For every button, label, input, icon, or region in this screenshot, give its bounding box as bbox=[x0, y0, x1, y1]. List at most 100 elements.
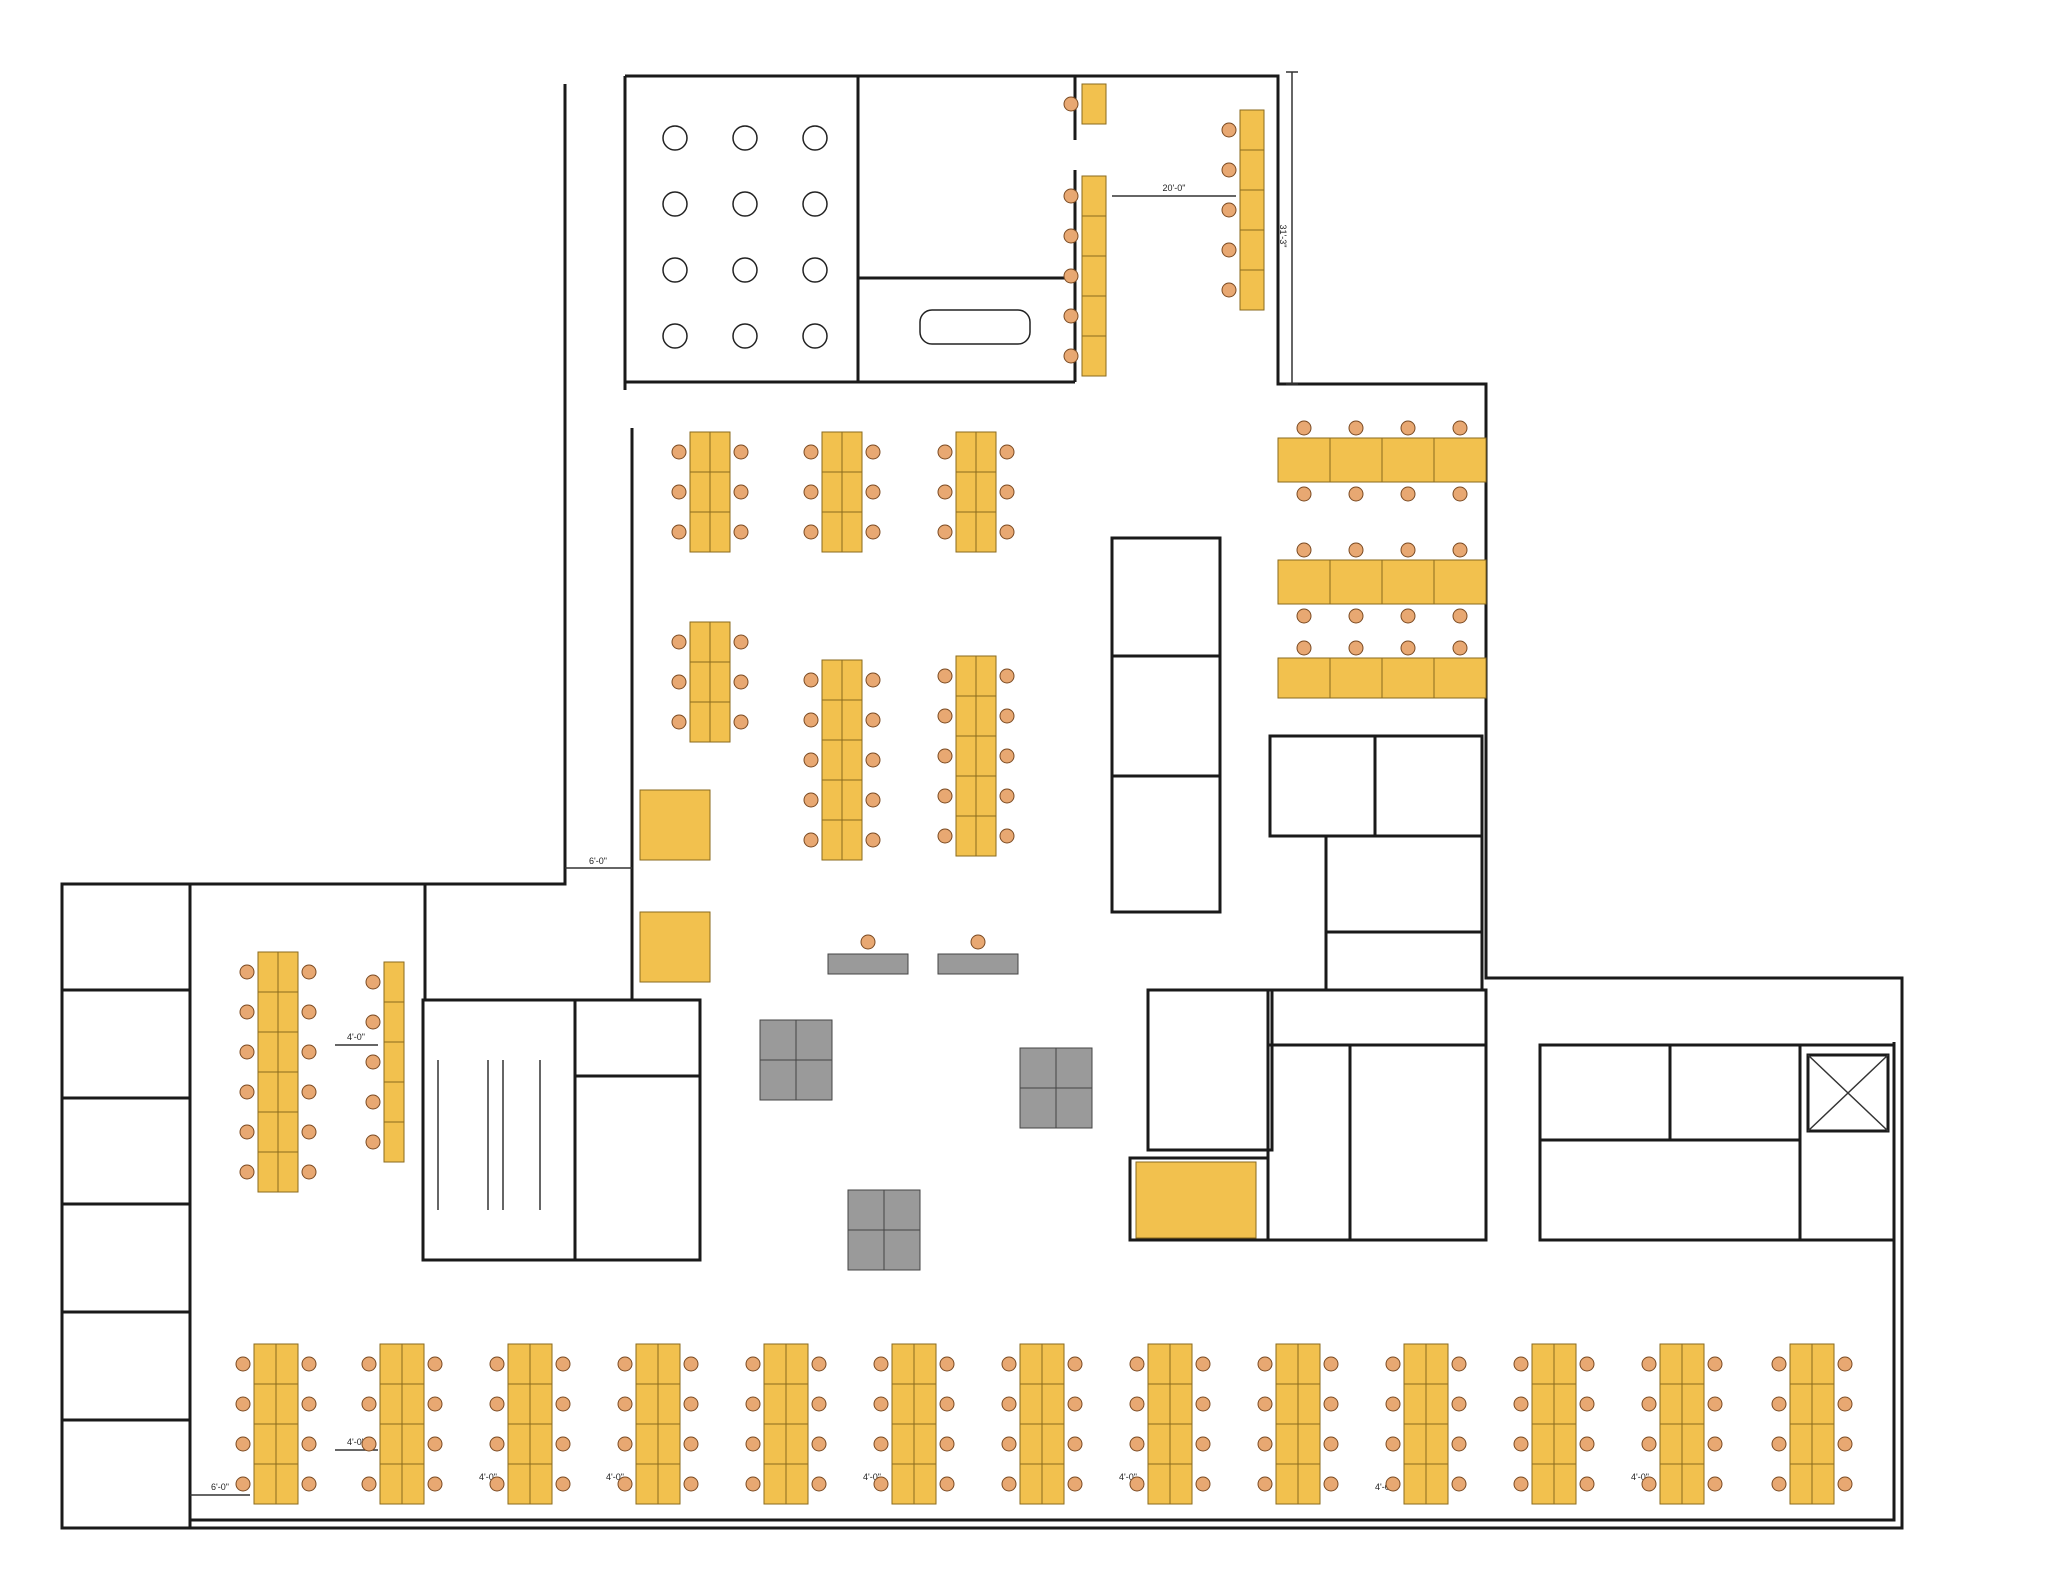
chair bbox=[1385, 1476, 1401, 1492]
chair bbox=[865, 792, 881, 808]
chair bbox=[489, 1356, 505, 1372]
workstation-desk bbox=[635, 1423, 659, 1465]
chair bbox=[1641, 1436, 1657, 1452]
chair bbox=[1067, 1396, 1083, 1412]
dim-bottom-aisle-6: 4'-0" bbox=[1631, 1472, 1649, 1482]
dim-upper-right-height: 31'-3" bbox=[1278, 225, 1288, 248]
chair bbox=[617, 1476, 633, 1492]
chair bbox=[865, 524, 881, 540]
workstation-desk bbox=[1403, 1383, 1427, 1425]
workstation-desk bbox=[1297, 1423, 1321, 1465]
workstation-desk bbox=[975, 815, 997, 857]
chair bbox=[1400, 640, 1416, 656]
chair bbox=[1837, 1356, 1853, 1372]
workstation-desk bbox=[1789, 1383, 1813, 1425]
workstation-desk bbox=[1147, 1463, 1171, 1505]
chair bbox=[1707, 1356, 1723, 1372]
chair bbox=[999, 484, 1015, 500]
chair bbox=[301, 1044, 317, 1060]
shared-workstation bbox=[883, 1229, 921, 1271]
workstation-desk bbox=[635, 1383, 659, 1425]
chair bbox=[860, 934, 876, 950]
workstation-desk bbox=[275, 1423, 299, 1465]
workstation-desk bbox=[1811, 1423, 1835, 1465]
workstation-desk bbox=[1081, 295, 1107, 337]
workstation-desk bbox=[1811, 1463, 1835, 1505]
chair bbox=[1001, 1436, 1017, 1452]
chair bbox=[1348, 420, 1364, 436]
workstation-desk bbox=[709, 701, 731, 743]
chair bbox=[301, 1124, 317, 1140]
chair bbox=[301, 1476, 317, 1492]
dim-bottom-aisle-1: 4'-0" bbox=[479, 1472, 497, 1482]
workstation-desk bbox=[821, 511, 843, 553]
chair bbox=[939, 1356, 955, 1372]
chair bbox=[733, 444, 749, 460]
chair bbox=[1195, 1396, 1211, 1412]
chair bbox=[1513, 1396, 1529, 1412]
chair bbox=[811, 1396, 827, 1412]
chair bbox=[239, 1004, 255, 1020]
workstation-desk bbox=[379, 1343, 403, 1385]
chair bbox=[1323, 1436, 1339, 1452]
workstation-desk bbox=[1277, 657, 1331, 699]
round-table bbox=[732, 323, 758, 349]
workstation-desk bbox=[1297, 1463, 1321, 1505]
workstation-desk bbox=[841, 659, 863, 701]
workstation-desk bbox=[955, 655, 977, 697]
chair bbox=[301, 1004, 317, 1020]
round-table bbox=[662, 323, 688, 349]
workstation-desk bbox=[657, 1343, 681, 1385]
chair bbox=[745, 1356, 761, 1372]
chair bbox=[1837, 1396, 1853, 1412]
chair bbox=[1771, 1356, 1787, 1372]
l-shaped-desk bbox=[639, 911, 711, 983]
chair bbox=[873, 1396, 889, 1412]
workstation-desk bbox=[257, 991, 279, 1033]
chair bbox=[803, 484, 819, 500]
round-table bbox=[662, 257, 688, 283]
workstation-desk bbox=[1811, 1343, 1835, 1385]
workstation-desk bbox=[821, 471, 843, 513]
workstation-desk bbox=[1789, 1463, 1813, 1505]
workstation-desk bbox=[1329, 559, 1383, 605]
workstation-desk bbox=[383, 1001, 405, 1043]
chair bbox=[1221, 242, 1237, 258]
chair bbox=[1063, 228, 1079, 244]
chair bbox=[1579, 1356, 1595, 1372]
workstation-desk bbox=[1553, 1383, 1577, 1425]
dimension-labels: 6'-0" 4'-0" 4'-0" 6'-0" 20'-0" 31'-3" 4'… bbox=[190, 183, 1649, 1496]
chair bbox=[1641, 1396, 1657, 1412]
chair bbox=[235, 1436, 251, 1452]
workstation-desk bbox=[913, 1463, 937, 1505]
workstation-desk bbox=[841, 511, 863, 553]
workstation-desk bbox=[277, 991, 299, 1033]
chair bbox=[301, 1396, 317, 1412]
workstation-desk bbox=[1531, 1423, 1555, 1465]
chair bbox=[939, 1476, 955, 1492]
chair bbox=[239, 964, 255, 980]
workstation-desk bbox=[821, 779, 843, 821]
chair bbox=[1129, 1356, 1145, 1372]
chair bbox=[1707, 1476, 1723, 1492]
chair bbox=[745, 1436, 761, 1452]
round-table bbox=[662, 125, 688, 151]
chair bbox=[803, 672, 819, 688]
round-table bbox=[802, 191, 828, 217]
workstation-desk bbox=[975, 775, 997, 817]
workstation-desk bbox=[379, 1423, 403, 1465]
dim-aisle-left-lower: 4'-0" bbox=[347, 1437, 365, 1447]
chair bbox=[803, 752, 819, 768]
workstation-desk bbox=[379, 1463, 403, 1505]
reception-desk bbox=[827, 953, 909, 975]
workstation-desk bbox=[1381, 437, 1435, 483]
workstation-desk bbox=[1553, 1423, 1577, 1465]
workstation-desk bbox=[275, 1383, 299, 1425]
workstation-desk bbox=[1681, 1383, 1705, 1425]
chair bbox=[937, 748, 953, 764]
chair bbox=[1067, 1356, 1083, 1372]
workstation-desk bbox=[529, 1423, 553, 1465]
workstation-desk bbox=[1425, 1423, 1449, 1465]
workstation-desk bbox=[1681, 1463, 1705, 1505]
chair bbox=[1400, 486, 1416, 502]
